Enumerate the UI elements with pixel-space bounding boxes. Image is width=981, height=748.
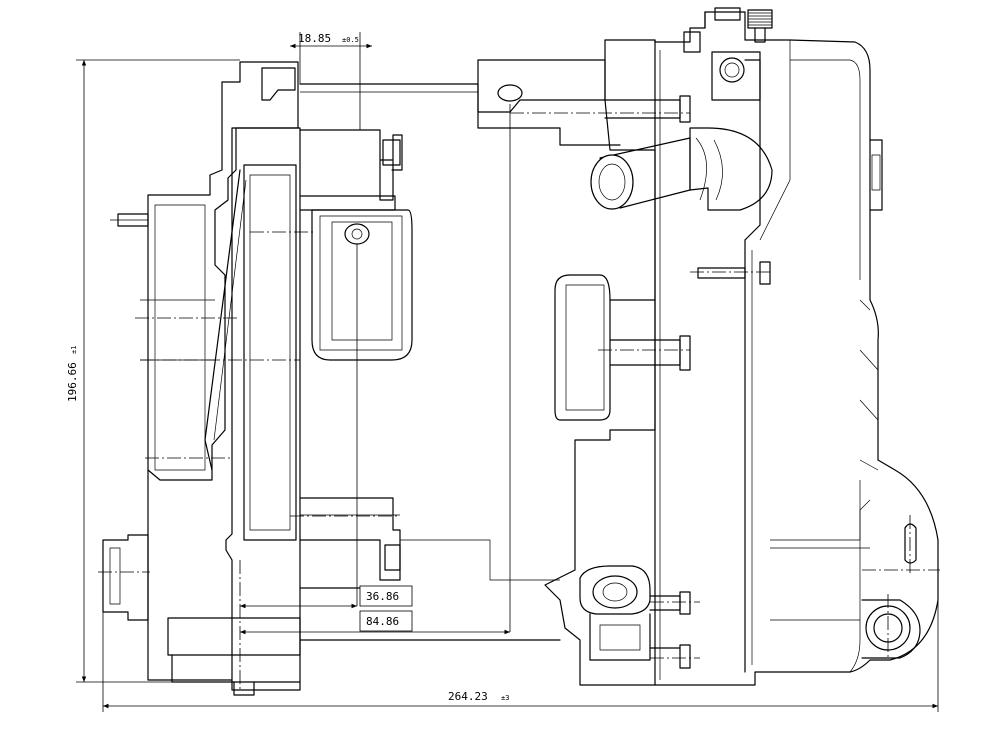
overall-width-tolerance: ±3 xyxy=(501,694,509,702)
offset-1-value: 36.86 xyxy=(366,590,399,603)
cylinder-block xyxy=(299,59,621,641)
offset-1-box xyxy=(359,585,413,607)
top-width-value: 18.85 xyxy=(298,32,331,45)
height-value: 196.66 xyxy=(66,362,79,402)
offset-2-box xyxy=(359,610,413,632)
rear-head-housing xyxy=(544,7,939,686)
center-lines xyxy=(98,112,940,690)
overall-width-value: 264.23 xyxy=(448,690,488,703)
dimension-labels: 18.85 ±0.5 196.66 ±1 264.23 ±3 36.86 84.… xyxy=(66,32,509,703)
height-tolerance: ±1 xyxy=(70,346,78,354)
offset-2-value: 84.86 xyxy=(366,615,399,628)
front-head-housing xyxy=(102,61,301,696)
dimension-lines xyxy=(76,32,939,712)
top-width-tolerance: ±0.5 xyxy=(342,36,359,44)
